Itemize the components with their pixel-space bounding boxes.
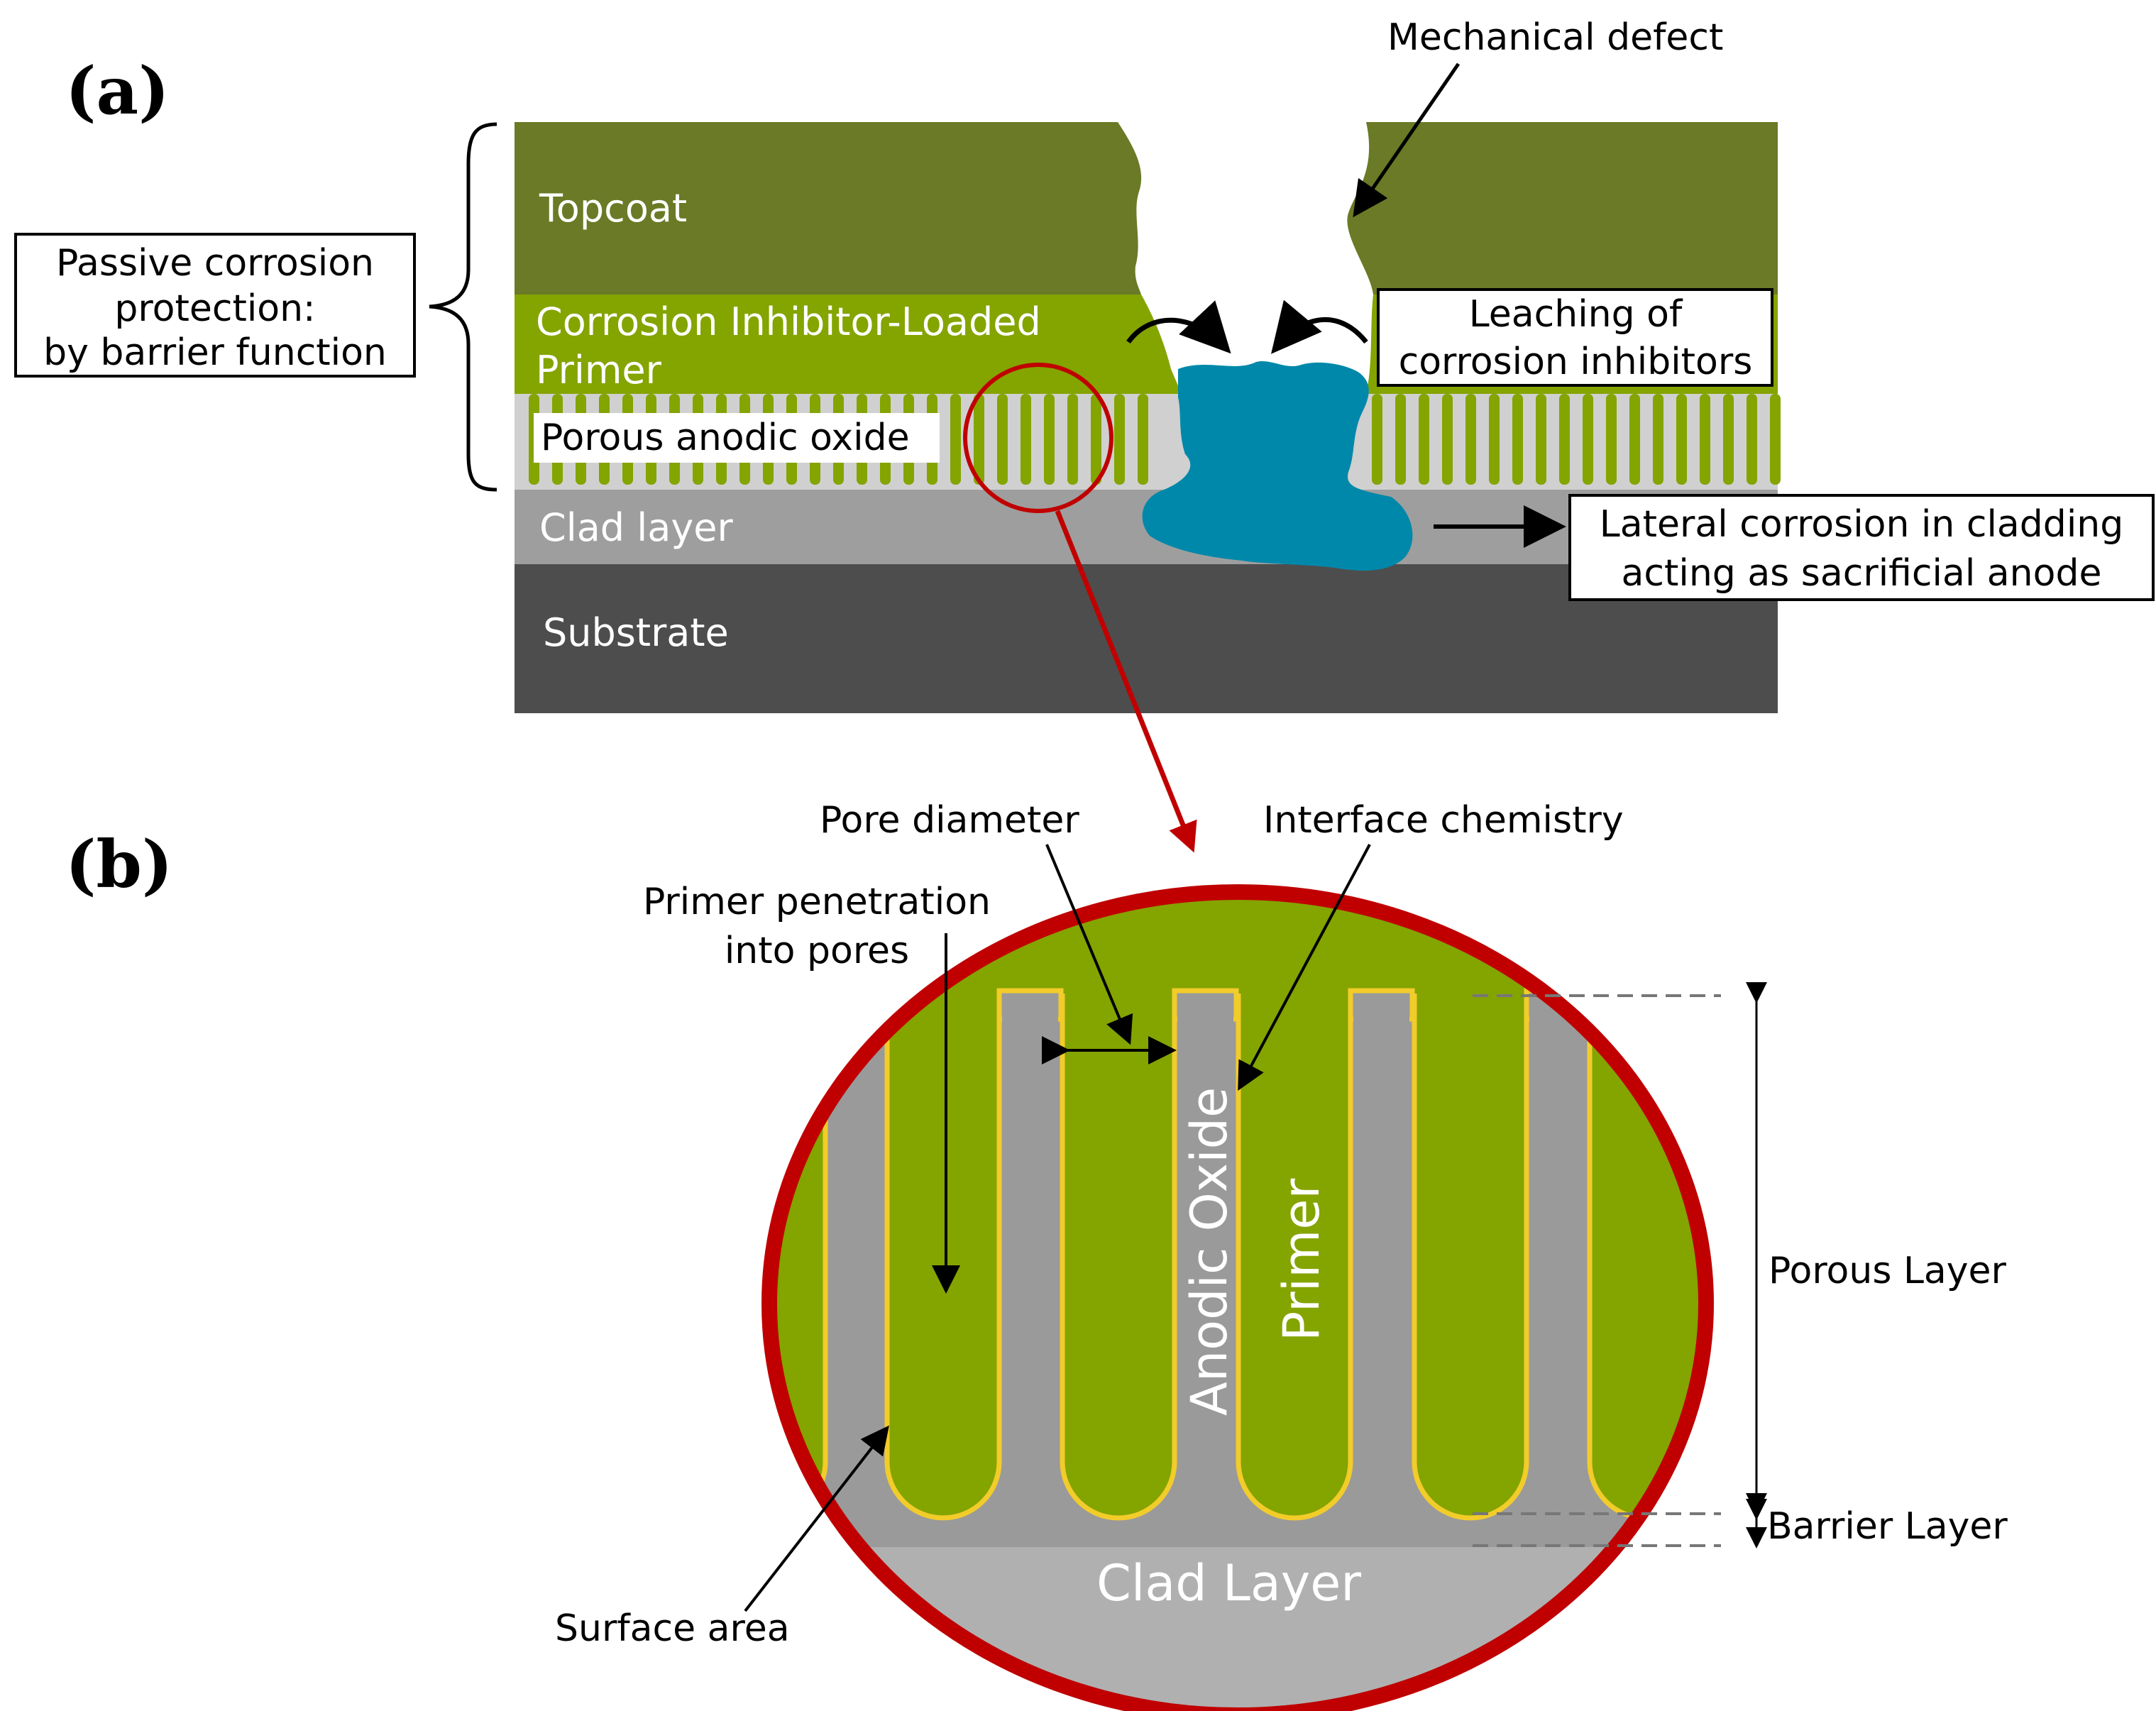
zoom-oxide-column-top (823, 988, 890, 1022)
passive-brace (429, 122, 497, 492)
oxide-label: Porous anodic oxide (541, 417, 910, 459)
oxide-pore (997, 394, 1008, 485)
primer-penetration-line2: into pores (725, 930, 909, 972)
oxide-pore (1114, 394, 1125, 485)
mechanical-defect-arrow (1353, 62, 1461, 218)
oxide-pore (1700, 394, 1710, 485)
oxide-pore (1091, 394, 1101, 485)
clad-label: Clad layer (539, 505, 734, 550)
oxide-pore (1138, 394, 1148, 485)
primer-label-line1: Corrosion Inhibitor-Loaded (536, 299, 1041, 344)
zoom-border (761, 884, 1714, 1711)
oxide-label-bg (534, 413, 940, 463)
oxide-pore (950, 394, 961, 485)
magnifier-arrow (1055, 510, 1197, 853)
corrosion-pit (1142, 361, 1413, 571)
primer-zoom-label: Primer (1272, 1179, 1331, 1341)
pore-diameter-pointer (1045, 844, 1133, 1045)
oxide-pore (1372, 394, 1382, 485)
passive-line3: by barrier function (43, 331, 387, 374)
leaching-box (1377, 288, 1773, 387)
zoom-oxide-column (1177, 1008, 1233, 1050)
primer-penetration-line1: Primer penetration (643, 881, 991, 923)
substrate-layer (515, 564, 1778, 713)
leaching-line2: corrosion inhibitors (1399, 341, 1753, 383)
zoom-pore (1060, 980, 1177, 1521)
oxide-pore (1583, 394, 1593, 485)
passive-line1: Passive corrosion (56, 242, 374, 285)
oxide-pore (1536, 394, 1546, 485)
leaching-line1: Leaching of (1469, 293, 1683, 336)
oxide-pore (1395, 394, 1406, 485)
oxide-pore (1021, 394, 1031, 485)
substrate-label: Substrate (543, 610, 729, 655)
panel-b-label: (b) (65, 826, 172, 903)
oxide-pore (1419, 394, 1429, 485)
mechanical-defect-label: Mechanical defect (1387, 16, 1723, 59)
surface-area-label: Surface area (555, 1607, 790, 1650)
oxide-pore (1442, 394, 1453, 485)
oxide-pore (1629, 394, 1640, 485)
passive-protection-box (14, 233, 416, 378)
oxide-pore (1067, 394, 1078, 485)
oxide-pore (1676, 394, 1687, 485)
interface-chemistry-arrow (1238, 844, 1371, 1091)
topcoat-label: Topcoat (539, 186, 687, 231)
leaching-arrow-right (1271, 299, 1368, 354)
clad-layer-zoom-label: Clad Layer (1096, 1554, 1361, 1612)
primer-label-line2: Primer (536, 348, 662, 392)
leaching-arrow-left (1126, 300, 1231, 354)
oxide-pore (1559, 394, 1570, 485)
lateral-line1: Lateral corrosion in cladding (1600, 503, 2123, 546)
oxide-pore (1653, 394, 1663, 485)
zoom-oxide-column (1353, 1008, 1409, 1050)
surface-area-arrow (744, 1425, 889, 1612)
porous-layer-label: Porous Layer (1769, 1250, 2007, 1292)
oxide-pore (1489, 394, 1500, 485)
oxide-pore (1770, 394, 1781, 485)
barrier-layer-label: Barrier Layer (1767, 1505, 2008, 1548)
interface-chemistry-label: Interface chemistry (1263, 799, 1624, 842)
anodic-oxide-label: Anodic Oxide (1180, 1087, 1238, 1416)
passive-line2: protection: (114, 287, 315, 330)
zoom-pore (1236, 980, 1353, 1521)
oxide-pore (1044, 394, 1055, 485)
panel-a-label: (a) (65, 53, 170, 129)
magnifier-circle (963, 363, 1113, 513)
zoom-pore (884, 980, 1002, 1521)
lateral-line2: acting as sacrificial anode (1622, 552, 2102, 595)
oxide-pore (1723, 394, 1734, 485)
topcoat-layer-right (1347, 122, 1778, 295)
pore-diameter-label: Pore diameter (820, 799, 1079, 842)
oxide-pore (1747, 394, 1757, 485)
oxide-pore (974, 394, 984, 485)
topcoat-layer-left (515, 122, 1142, 295)
oxide-pore (1465, 394, 1476, 485)
oxide-pore (1512, 394, 1523, 485)
zoom-pore (1412, 980, 1529, 1521)
zoom-oxide-column (1002, 1008, 1058, 1050)
lateral-corrosion-box (1568, 494, 2155, 601)
oxide-pore (1606, 394, 1617, 485)
